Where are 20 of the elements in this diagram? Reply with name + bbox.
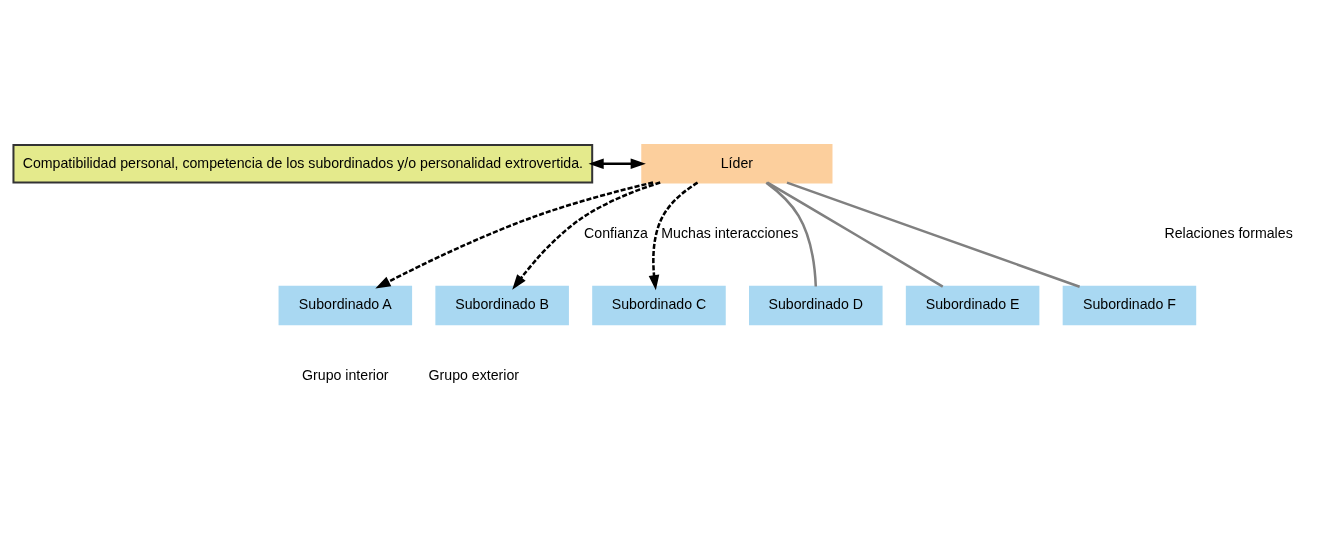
- node-box: Subordinado B: [435, 285, 569, 326]
- arrow: [512, 181, 661, 290]
- arrow: [588, 158, 646, 170]
- edge-label: Confianza: [584, 225, 648, 242]
- connector: [786, 181, 1081, 288]
- connector: [765, 181, 818, 287]
- node-box: Subordinado D: [749, 285, 883, 326]
- label: Grupo interior: [302, 366, 389, 383]
- node-box: Compatibilidad personal, competencia de los subordinados y/o personalidad extrovertida.: [12, 144, 594, 184]
- edge-label: Muchas interacciones: [661, 225, 799, 242]
- arrow: [375, 181, 654, 289]
- node-box: Subordinado C: [592, 285, 726, 326]
- node-box: Líder: [641, 144, 833, 184]
- node-box: Subordinado A: [278, 285, 413, 326]
- label: Relaciones formales: [1164, 225, 1293, 242]
- label: Grupo exterior: [428, 366, 520, 383]
- arrow: [648, 181, 699, 291]
- node-box: Subordinado E: [905, 285, 1040, 326]
- connector: [766, 181, 944, 288]
- node-box: Subordinado F: [1062, 285, 1197, 326]
